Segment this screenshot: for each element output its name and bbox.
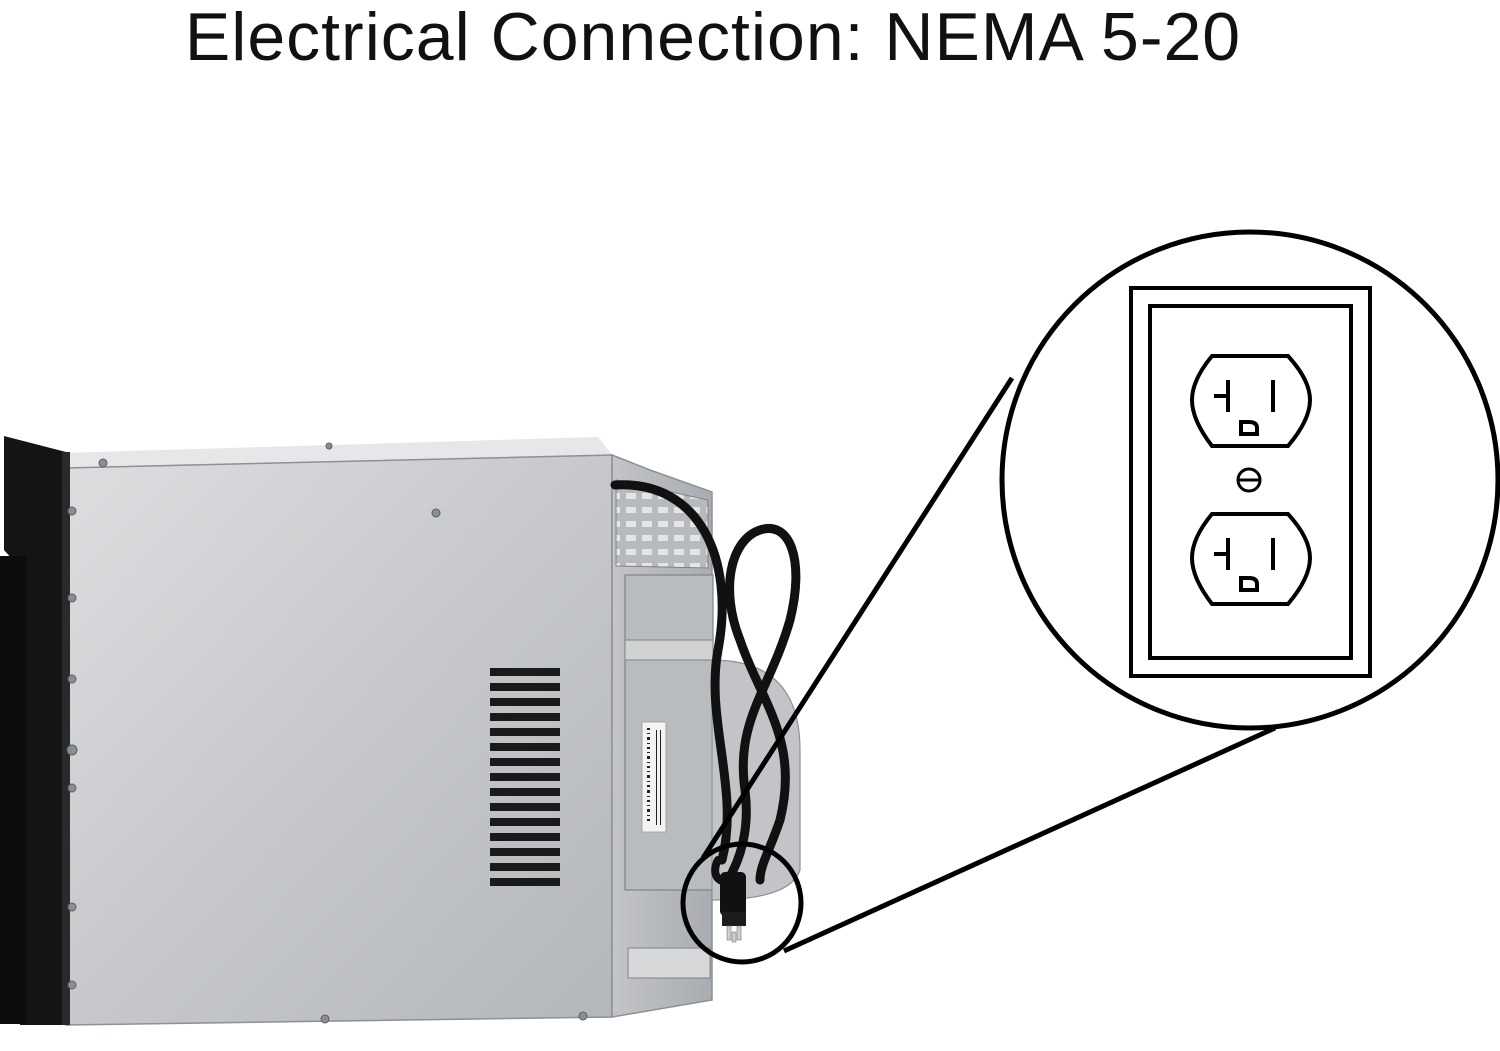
nema-5-20-duplex-outlet	[1129, 286, 1372, 678]
receptacle-top	[1189, 354, 1313, 448]
oven-side-panel	[65, 454, 613, 1026]
junction-box	[624, 574, 714, 891]
oven-top-edge	[62, 437, 612, 468]
side-vent	[490, 668, 560, 886]
oven-front-door	[4, 436, 66, 1025]
door-edge	[0, 556, 26, 1024]
door-hinge-strip	[62, 452, 70, 1025]
wall-oven-side-view	[0, 436, 801, 1026]
page-title: Electrical Connection: NEMA 5-20	[184, 0, 1242, 75]
junction-box-bracket	[624, 639, 714, 661]
bottom-bracket	[627, 947, 711, 979]
callout-line-upper	[700, 376, 1015, 860]
barcode-label	[641, 721, 667, 833]
magnifier-callout	[680, 229, 1500, 965]
small-highlight-circle	[680, 841, 804, 965]
callout-line-lower	[782, 725, 1277, 954]
receptacle-bottom	[1189, 512, 1313, 606]
power-cord	[610, 480, 801, 886]
three-prong-plug	[720, 872, 746, 943]
panel-screws	[66, 442, 588, 1024]
center-screw-icon	[1236, 467, 1262, 493]
